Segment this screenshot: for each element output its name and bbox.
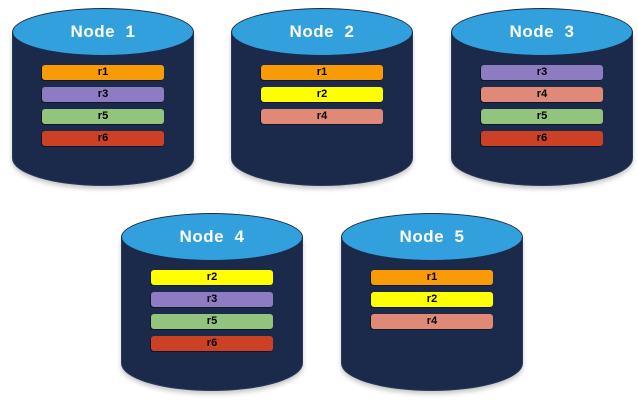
replica-list: r3 r4 r5 r6	[481, 65, 603, 146]
node-title: Node 2	[289, 22, 355, 41]
replica-label: r2	[316, 88, 328, 100]
replica-list: r1 r2 r4	[261, 65, 383, 124]
replica-bar-r2[interactable]: r2	[151, 270, 273, 285]
replica-label: r5	[206, 315, 218, 327]
replica-bar-r2[interactable]: r2	[371, 292, 493, 307]
replica-bar-r1[interactable]: r1	[371, 270, 493, 285]
replica-label: r3	[206, 293, 218, 305]
replica-bar-r5[interactable]: r5	[481, 109, 603, 124]
cylinder-top-icon: Node 1	[12, 8, 194, 56]
database-node-1[interactable]: Node 1 r1 r3 r5 r6	[12, 8, 194, 186]
replica-bar-r3[interactable]: r3	[151, 292, 273, 307]
node-title: Node 4	[179, 227, 245, 246]
cylinder-top-icon: Node 2	[231, 8, 413, 56]
database-node-4[interactable]: Node 4 r2 r3 r5 r6	[121, 213, 303, 391]
replica-label: r2	[206, 271, 218, 283]
replica-bar-r2[interactable]: r2	[261, 87, 383, 102]
replica-label: r4	[426, 315, 438, 327]
replica-bar-r4[interactable]: r4	[261, 109, 383, 124]
database-node-3[interactable]: Node 3 r3 r4 r5 r6	[451, 8, 633, 186]
replica-label: r1	[316, 66, 328, 78]
replica-label: r1	[426, 271, 438, 283]
replica-label: r3	[97, 88, 109, 100]
replica-list: r1 r2 r4	[371, 270, 493, 329]
replica-label: r4	[536, 88, 548, 100]
replica-list: r1 r3 r5 r6	[42, 65, 164, 146]
replica-bar-r6[interactable]: r6	[481, 131, 603, 146]
replica-label: r3	[536, 66, 548, 78]
cylinder-top-icon: Node 4	[121, 213, 303, 261]
replica-bar-r6[interactable]: r6	[42, 131, 164, 146]
replica-bar-r6[interactable]: r6	[151, 336, 273, 351]
database-node-2[interactable]: Node 2 r1 r2 r4	[231, 8, 413, 186]
replica-bar-r4[interactable]: r4	[371, 314, 493, 329]
replica-bar-r1[interactable]: r1	[42, 65, 164, 80]
replica-label: r2	[426, 293, 438, 305]
replica-label: r5	[97, 110, 109, 122]
node-title: Node 1	[70, 22, 136, 41]
cylinder-top-icon: Node 5	[341, 213, 523, 261]
cylinder-top-icon: Node 3	[451, 8, 633, 56]
node-title: Node 5	[399, 227, 465, 246]
replica-bar-r5[interactable]: r5	[151, 314, 273, 329]
replica-bar-r1[interactable]: r1	[261, 65, 383, 80]
replica-bar-r4[interactable]: r4	[481, 87, 603, 102]
replica-list: r2 r3 r5 r6	[151, 270, 273, 351]
replica-label: r6	[97, 132, 109, 144]
replica-label: r6	[536, 132, 548, 144]
replica-label: r4	[316, 110, 328, 122]
replica-bar-r3[interactable]: r3	[481, 65, 603, 80]
replica-label: r1	[97, 66, 109, 78]
database-node-5[interactable]: Node 5 r1 r2 r4	[341, 213, 523, 391]
replica-label: r5	[536, 110, 548, 122]
replica-bar-r3[interactable]: r3	[42, 87, 164, 102]
node-title: Node 3	[509, 22, 575, 41]
replica-bar-r5[interactable]: r5	[42, 109, 164, 124]
replica-label: r6	[206, 337, 218, 349]
